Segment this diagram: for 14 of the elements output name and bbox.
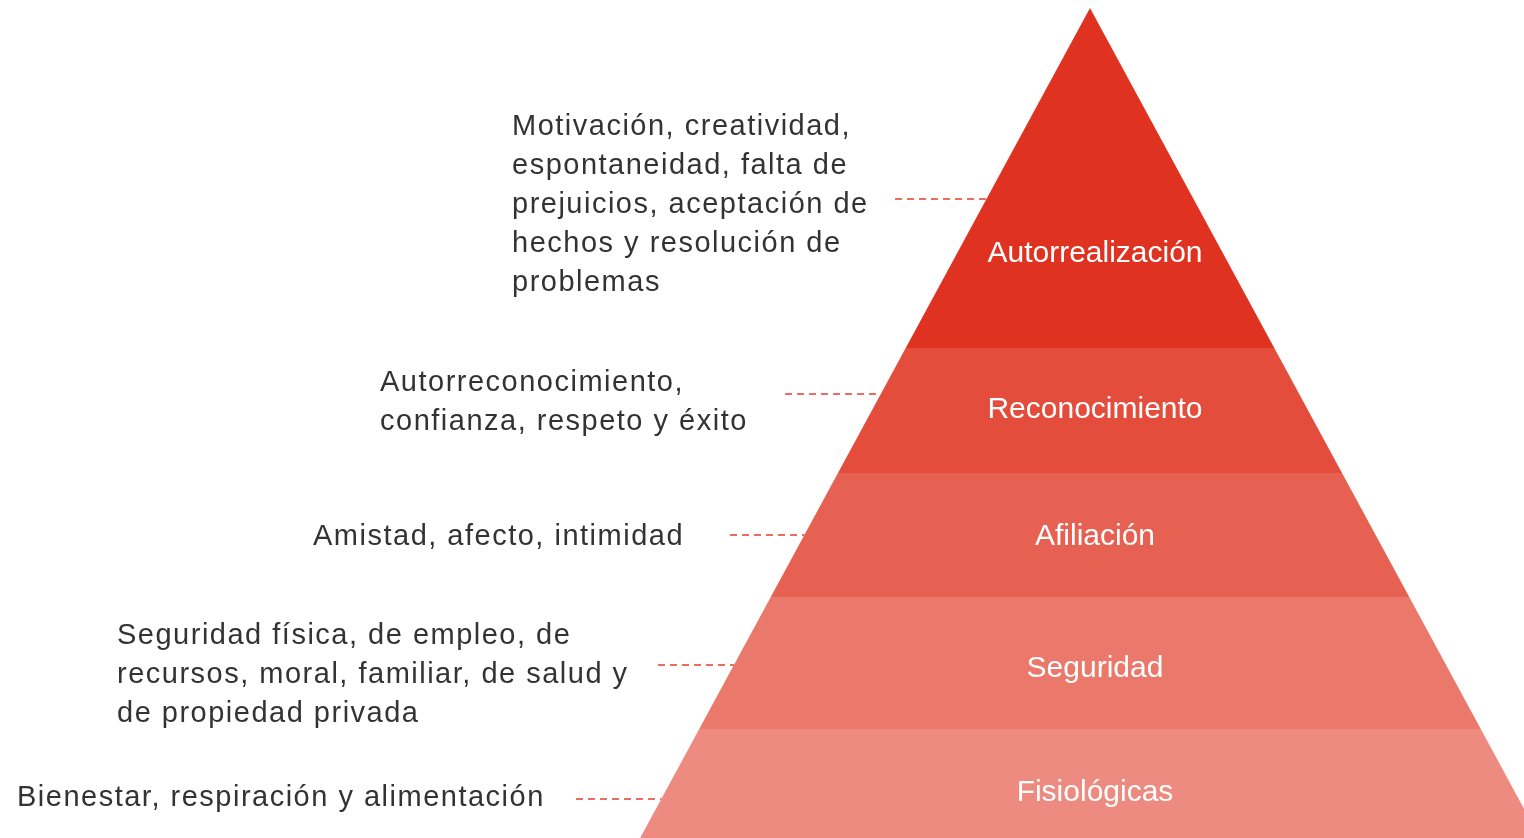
description-text: Bienestar, respiración y alimentación	[17, 777, 576, 816]
leader-line	[894, 198, 988, 200]
tier-label: Seguridad	[1026, 652, 1164, 682]
leader-line	[575, 798, 663, 800]
description-text: Seguridad física, de empleo, de recursos, moral, familiar, de salud y de propiedad privada	[117, 615, 658, 732]
leader-line	[729, 534, 806, 536]
description-text: Amistad, afecto, intimidad	[313, 516, 730, 555]
tier-label: Fisiológicas	[1016, 776, 1174, 806]
tier-label: Reconocimiento	[987, 393, 1203, 423]
leader-line	[657, 664, 735, 666]
description-text: Autorreconocimiento, confianza, respeto y éxito	[380, 362, 785, 440]
tier-label: Autorrealización	[987, 237, 1203, 267]
description-text: Motivación, creatividad, espontaneidad, falta de prejuicios, aceptación de hechos y resolución de problemas	[512, 106, 895, 301]
tier-label: Afiliación	[1034, 520, 1156, 550]
